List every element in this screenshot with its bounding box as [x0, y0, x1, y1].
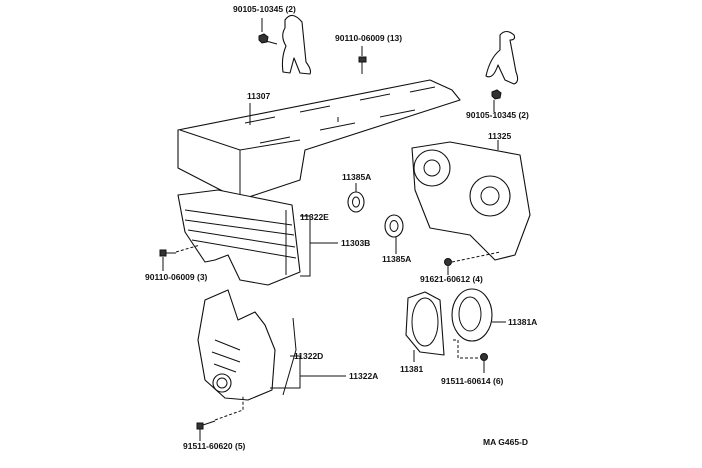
leader-11307: [249, 103, 339, 122]
engine-hanger-left: [281, 14, 312, 75]
label-bolt-bottom: 91511-60620 (5): [183, 441, 246, 451]
nut-right-icon: [444, 251, 501, 275]
oil-seal-11381a: [451, 288, 506, 342]
label-nut-right: 91621-60612 (4): [420, 274, 483, 284]
label-bolt-top-right: 90105-10345 (2): [466, 110, 529, 120]
bolt-top-left-icon: [258, 18, 278, 45]
timing-belt-cover-no2-11303b: [177, 189, 301, 286]
oil-seal-retainer-11381: [405, 291, 445, 362]
label-11307: 11307: [247, 91, 271, 101]
bracket-11303b: [300, 215, 338, 277]
label-11322a: 11322A: [349, 371, 379, 381]
oil-seal-11385a-upper: [347, 183, 365, 213]
bolt-retainer-icon: [453, 339, 488, 373]
timing-belt-plate-11325: [411, 140, 531, 261]
label-bolt-retainer: 91511-60614 (6): [441, 376, 504, 386]
bolt-left-icon: [159, 244, 201, 271]
bracket-11322a: [270, 355, 346, 389]
label-11381a: 11381A: [508, 317, 538, 327]
label-11322e: 11322E: [300, 212, 329, 222]
label-11322d: 11322D: [294, 351, 324, 361]
drawing-code: MA G465-D: [483, 437, 529, 447]
timing-belt-cover-no1-11322a: [197, 289, 297, 401]
bolt-top-center-icon: [358, 46, 367, 74]
oil-seal-11385a-lower: [384, 214, 404, 254]
bolt-bottom-icon: [196, 395, 244, 441]
cylinder-head-cover-11307: [177, 79, 461, 201]
label-bolt-top-center: 90110-06009 (13): [335, 33, 403, 43]
label-11385a-lower: 11385A: [382, 254, 412, 264]
label-bolt-left: 90110-06009 (3): [145, 272, 208, 282]
label-11325: 11325: [488, 131, 512, 141]
label-11303b: 11303B: [341, 238, 371, 248]
engine-hanger-right: [485, 30, 519, 112]
label-11381: 11381: [400, 364, 424, 374]
label-11385a-upper: 11385A: [342, 172, 372, 182]
label-bolt-top-left: 90105-10345 (2): [233, 4, 296, 14]
